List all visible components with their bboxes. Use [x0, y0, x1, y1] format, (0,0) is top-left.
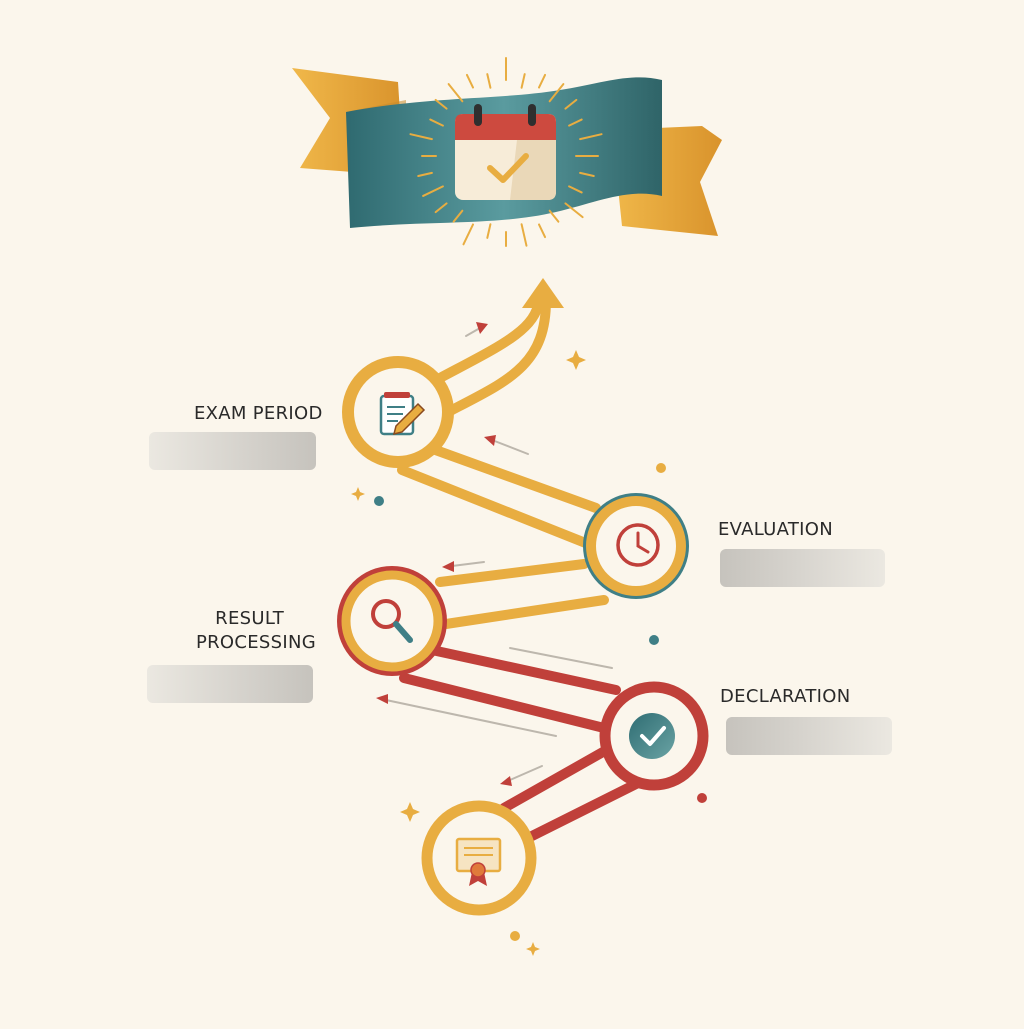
step-label-result-processing-line1: RESULT: [215, 608, 284, 629]
sunburst-ray: [579, 133, 603, 141]
step-node-declaration[interactable]: [599, 681, 709, 791]
notepad-pencil-icon: [379, 392, 426, 436]
sunburst-ray: [434, 98, 448, 110]
step-label-exam-period: EXAM PERIOD: [194, 403, 323, 424]
sunburst-ray: [520, 73, 526, 89]
step-node-exam-period[interactable]: [342, 356, 454, 468]
step-description-placeholder-result-processing: [147, 665, 313, 703]
sunburst-ray: [564, 98, 578, 110]
calendar-check-icon: [455, 104, 556, 200]
sunburst-ray: [564, 202, 584, 219]
sunburst-ray: [447, 83, 464, 103]
sunburst-ray: [548, 83, 565, 103]
checkmark-badge-icon: [629, 713, 675, 759]
step-node-result-processing[interactable]: [337, 566, 447, 676]
step-label-result-processing-line2: PROCESSING: [195, 632, 316, 653]
step-node-evaluation[interactable]: [583, 493, 689, 599]
step-description-placeholder-exam-period: [149, 432, 316, 470]
progress-arrow-track: [435, 295, 544, 383]
sunburst-rays: [409, 57, 603, 247]
sunburst-ray: [537, 73, 547, 89]
sunburst-ray: [462, 223, 475, 246]
timeline-path: [397, 278, 649, 841]
sunburst-ray: [422, 185, 444, 197]
sunburst-ray: [548, 209, 560, 223]
certificate-icon: [455, 837, 502, 886]
decorations: [351, 322, 707, 956]
sunburst-ray: [537, 223, 547, 239]
sunburst-ray: [465, 73, 475, 89]
sunburst-ray: [417, 171, 433, 178]
sunburst-ray: [568, 185, 583, 194]
step-label-evaluation: EVALUATION: [718, 519, 834, 540]
step-label-declaration: DECLARATION: [720, 686, 851, 707]
step-description-placeholder-evaluation: [720, 549, 885, 587]
sunburst-ray: [452, 209, 464, 223]
sunburst-ray: [568, 118, 583, 127]
step-node-certificate[interactable]: [421, 800, 537, 916]
sunburst-ray: [434, 202, 448, 214]
sunburst-ray: [486, 223, 492, 239]
up-arrow-icon: [522, 278, 564, 308]
ribbon-banner: [292, 57, 722, 247]
sunburst-ray: [520, 223, 528, 247]
sunburst-ray: [409, 133, 433, 141]
sunburst-ray: [486, 73, 492, 89]
sunburst-ray: [429, 118, 444, 127]
clock-icon: [616, 523, 660, 567]
magnifier-icon: [371, 599, 413, 643]
sunburst-ray: [579, 171, 595, 178]
step-description-placeholder-declaration: [726, 717, 892, 755]
